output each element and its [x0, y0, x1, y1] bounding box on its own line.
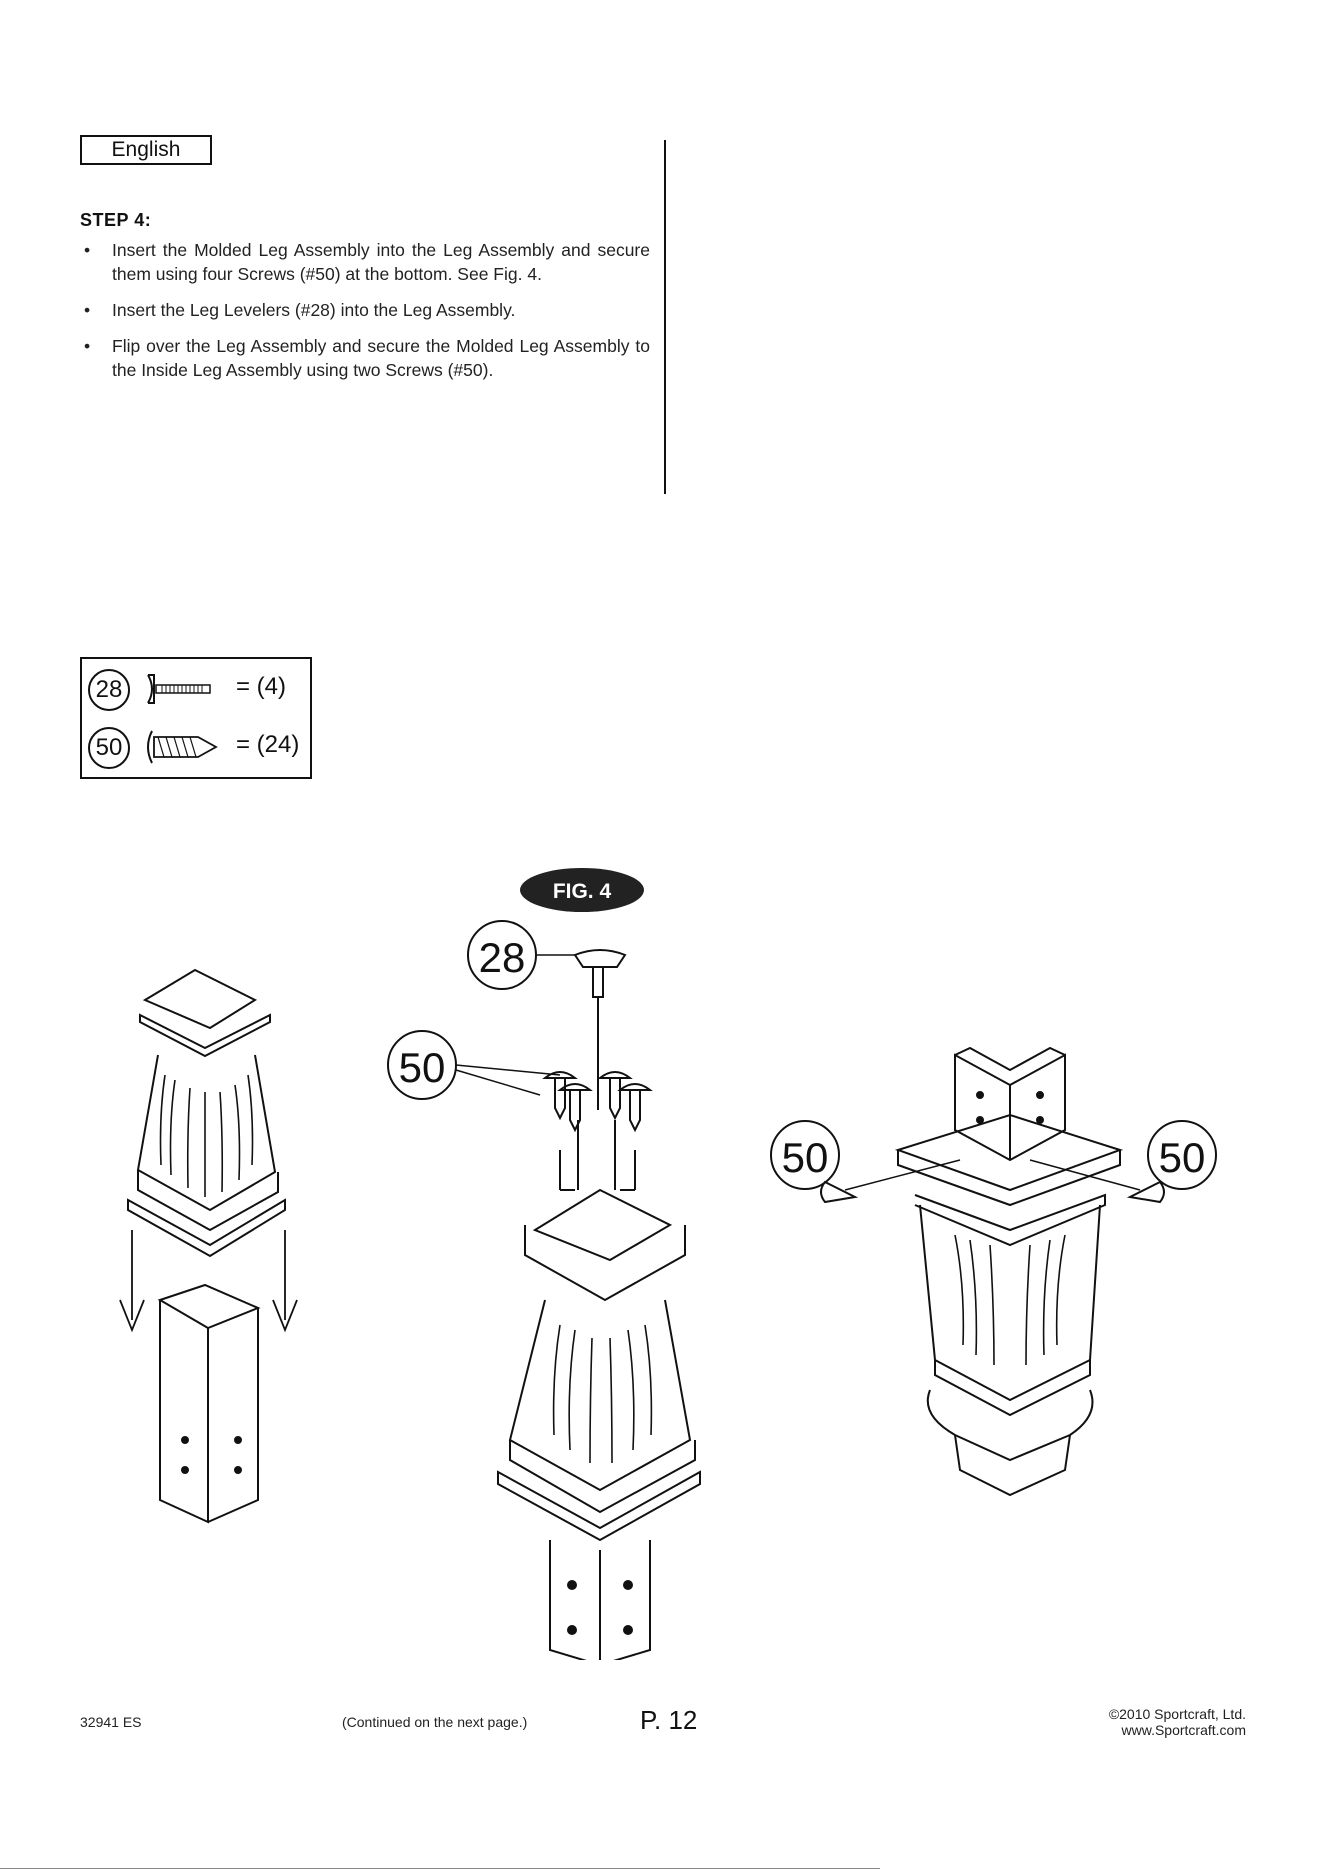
callout-50-right: 50	[1029, 1120, 1217, 1204]
part-row-50: 50 = (24)	[82, 719, 310, 775]
screw-parts	[542, 1071, 653, 1191]
column-divider	[664, 140, 666, 494]
parts-list: 28 = (4) 50 = (24)	[80, 657, 312, 779]
square-leg-left	[157, 1283, 261, 1524]
part-quantity: = (24)	[236, 731, 300, 758]
instruction-item: •Insert the Leg Levelers (#28) into the …	[84, 300, 516, 320]
copyright-block: ©2010 Sportcraft, Ltd. www.Sportcraft.co…	[1109, 1706, 1246, 1738]
callout-50-center: 50	[387, 1030, 561, 1100]
callout-28: 28	[467, 920, 575, 990]
part-quantity: = (4)	[236, 673, 287, 700]
continued-note: (Continued on the next page.)	[342, 1714, 528, 1730]
molded-leg-left	[127, 968, 286, 1258]
instruction-item: •Flip over the Leg Assembly and secure t…	[84, 336, 650, 380]
part-row-28: 28 = (4)	[82, 661, 310, 717]
svg-text:50: 50	[399, 1044, 446, 1091]
part-number: 28	[88, 669, 130, 711]
step-title: STEP 4:	[80, 210, 152, 230]
leg-leveler-icon	[147, 674, 211, 704]
svg-text:50: 50	[782, 1134, 829, 1181]
svg-text:28: 28	[479, 934, 526, 981]
website-link[interactable]: www.Sportcraft.com	[1121, 1722, 1246, 1738]
molded-leg-center	[497, 1188, 701, 1542]
fig-label-badge: FIG. 4	[520, 868, 644, 912]
svg-text:50: 50	[1159, 1134, 1206, 1181]
copyright: ©2010 Sportcraft, Ltd.	[1108, 1706, 1246, 1722]
assembly-figure: FIG. 4 28 50	[119, 868, 1217, 1660]
leg-leveler-part	[573, 949, 627, 1110]
instruction-item: •Insert the Molded Leg Assembly into the…	[84, 240, 650, 284]
page-number: P. 12	[640, 1705, 698, 1735]
step-instructions: •Insert the Molded Leg Assembly into the…	[80, 238, 650, 394]
bottom-rule	[0, 1868, 880, 1869]
arrow-down-icon	[119, 1230, 298, 1333]
document-code: 32941 ES	[80, 1714, 142, 1730]
callout-50-left: 50	[770, 1120, 961, 1204]
screw-icon	[147, 730, 218, 764]
square-leg-center	[549, 1540, 651, 1660]
svg-text:FIG. 4: FIG. 4	[553, 880, 612, 903]
part-number: 50	[88, 727, 130, 769]
flipped-leg-right	[894, 1046, 1124, 1497]
language-label: English	[80, 135, 212, 165]
